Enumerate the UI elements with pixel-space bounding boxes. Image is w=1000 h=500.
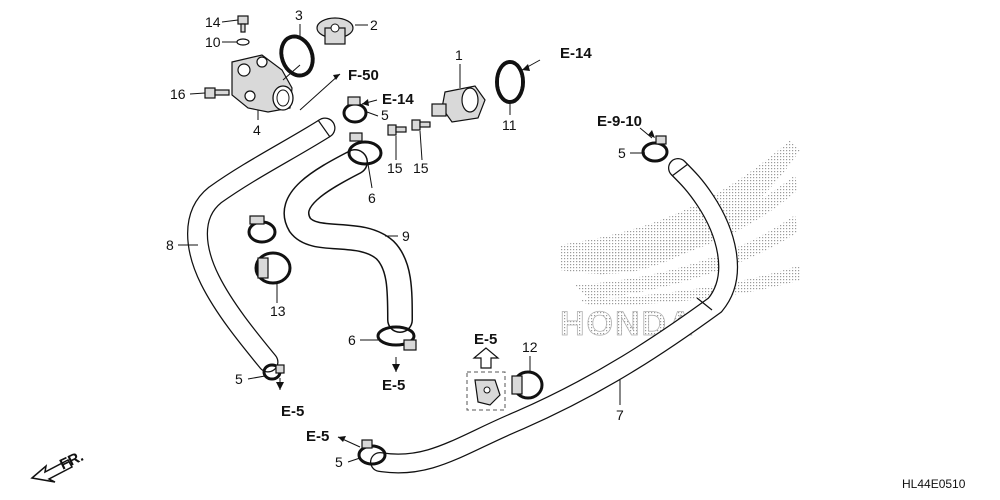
callout-13: 13 <box>270 303 286 319</box>
callout-7: 7 <box>616 407 624 423</box>
ref-e14-right: E-14 <box>560 45 592 62</box>
clamp-6-bottom[interactable] <box>376 325 417 351</box>
front-label: FR. <box>57 448 86 474</box>
front-arrow-icon: FR. <box>30 448 86 483</box>
ref-e5-center: E-5 <box>382 377 405 394</box>
leader-lines <box>178 19 653 463</box>
o-ring-11[interactable] <box>495 60 525 104</box>
hose-8[interactable] <box>187 117 336 373</box>
thermostat-cover-4[interactable] <box>231 54 294 113</box>
callout-14: 14 <box>205 14 221 30</box>
clamp-5-top[interactable] <box>342 96 368 124</box>
bolt-15-b[interactable] <box>411 119 431 131</box>
washer-10[interactable] <box>236 38 250 46</box>
bolt-14[interactable] <box>237 15 249 33</box>
callout-8: 8 <box>166 237 174 253</box>
callout-5-bottom: 5 <box>335 454 343 470</box>
callout-6-bottom: 6 <box>348 332 356 348</box>
honda-wing-watermark: HONDA <box>560 140 800 343</box>
callout-15-b: 15 <box>413 160 429 176</box>
clamp-13[interactable] <box>247 215 292 285</box>
callout-4: 4 <box>253 122 261 138</box>
ref-e5-box: E-5 <box>474 331 497 348</box>
up-arrow-icon <box>472 347 500 369</box>
o-ring-3[interactable] <box>276 32 318 80</box>
callout-16: 16 <box>170 86 186 102</box>
callout-15-a: 15 <box>387 160 403 176</box>
callout-9: 9 <box>402 228 410 244</box>
ref-e5-left: E-5 <box>281 403 304 420</box>
bracket-12[interactable] <box>511 370 544 400</box>
callout-3: 3 <box>295 7 303 23</box>
clamp-5-bottom[interactable] <box>357 439 387 466</box>
honda-watermark-text: HONDA <box>560 305 695 343</box>
thermostat-2[interactable] <box>316 17 354 45</box>
reference-labels: E-14 E-14 F-50 E-9-10 E-5 E-5 E-5 E-5 <box>281 45 642 445</box>
ref-e14-left: E-14 <box>382 91 414 108</box>
bolt-16[interactable] <box>204 87 230 99</box>
clamp-6-top[interactable] <box>347 132 383 166</box>
callout-2: 2 <box>370 17 378 33</box>
callout-labels: 1 2 3 4 5 5 5 5 6 6 7 8 9 10 11 12 13 14… <box>166 7 626 470</box>
clamp-5-lower-left[interactable] <box>262 363 285 381</box>
reference-arrowheads <box>276 64 655 442</box>
water-outlet-1[interactable] <box>431 85 486 123</box>
callout-5-right: 5 <box>618 145 626 161</box>
callout-6-top: 6 <box>368 190 376 206</box>
callout-10: 10 <box>205 34 221 50</box>
callout-1: 1 <box>455 47 463 63</box>
diagram-code: HL44E0510 <box>902 477 966 491</box>
hose-9[interactable] <box>283 149 413 333</box>
callout-12: 12 <box>522 339 538 355</box>
clamp-5-right[interactable] <box>641 135 669 163</box>
hose-7[interactable] <box>370 158 738 474</box>
callout-5-lower-left: 5 <box>235 371 243 387</box>
ref-e5-bottom: E-5 <box>306 428 329 445</box>
callout-11: 11 <box>502 117 517 133</box>
ref-f50: F-50 <box>348 67 379 84</box>
bolt-15-a[interactable] <box>387 124 407 136</box>
ref-e9-10: E-9-10 <box>597 113 642 130</box>
callout-5-top: 5 <box>381 107 389 123</box>
bracket-detail-box <box>466 371 506 411</box>
